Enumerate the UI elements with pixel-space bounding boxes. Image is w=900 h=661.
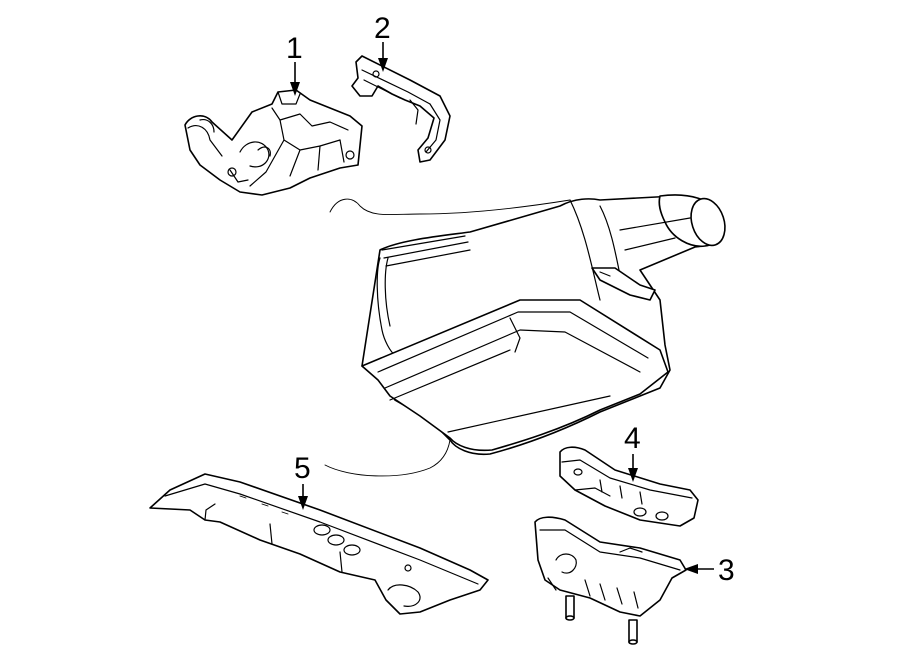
callout-label-3: 3 <box>718 554 735 587</box>
part-3-transmission-mount <box>534 516 687 645</box>
callout-label-1: 1 <box>286 32 303 65</box>
callout-2: 2 <box>374 12 391 72</box>
part-1-engine-mount <box>184 89 363 196</box>
part-4-support-bracket <box>559 446 699 527</box>
callout-4: 4 <box>624 422 641 482</box>
callout-3: 3 <box>684 554 735 587</box>
callout-label-2: 2 <box>374 12 391 45</box>
part-2-bracket <box>351 55 451 163</box>
part-5-crossmember <box>149 473 489 615</box>
callout-5: 5 <box>294 452 311 510</box>
callout-label-5: 5 <box>294 452 311 485</box>
callout-1: 1 <box>286 32 303 96</box>
callout-label-4: 4 <box>624 422 641 455</box>
transmission <box>324 194 726 477</box>
